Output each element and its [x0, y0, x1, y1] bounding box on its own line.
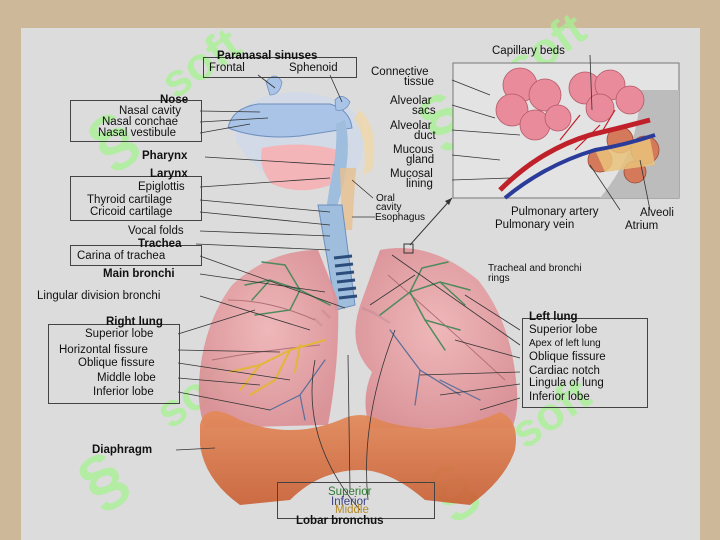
label-alveolar-duct-2: duct: [414, 130, 436, 142]
label-nasal-conchae: Nasal conchae: [102, 116, 179, 128]
label-lobar-middle: Middle: [335, 504, 369, 516]
lobar-box: [277, 482, 435, 519]
leader-lines: [175, 54, 651, 511]
label-alveolar-sacs-1: Alveolar: [390, 95, 432, 107]
label-lobar-superior: Superior: [328, 486, 372, 498]
label-l-inferior-lobe: Inferior lobe: [529, 391, 590, 403]
label-oral-cavity-2: cavity: [376, 202, 402, 213]
trachea-shape: [313, 204, 391, 327]
label-mucosal-lining-1: Mucosal: [390, 168, 433, 180]
left-lung-box: [522, 318, 648, 408]
label-capillary-beds: Capillary beds: [492, 45, 565, 57]
label-main-bronchi: Main bronchi: [103, 268, 175, 280]
label-mucous-gland-2: gland: [406, 154, 435, 166]
inset-pointer: [403, 197, 453, 254]
label-nasal-cavity: Nasal cavity: [119, 105, 181, 117]
label-right-lung: Right lung: [106, 316, 163, 328]
right-lung-shape: [198, 250, 339, 428]
label-atrium: Atrium: [625, 220, 659, 232]
label-lingula: Lingula of lung: [529, 377, 604, 389]
label-lobar-bronchus: Lobar bronchus: [296, 515, 384, 527]
bronchial-tree: [229, 261, 481, 421]
label-mucosal-lining-2: lining: [406, 178, 433, 190]
paranasal-box: [203, 57, 357, 78]
label-l-superior-lobe: Superior lobe: [529, 324, 598, 336]
label-frontal: Frontal: [209, 62, 245, 74]
nose-box: [70, 100, 202, 142]
label-cardiac-notch: Cardiac notch: [529, 365, 600, 377]
right-lung-box: [48, 324, 180, 404]
alveoli-inset: [452, 62, 680, 200]
label-horizontal-fissure: Horizontal fissure: [59, 344, 148, 356]
label-alveoli: Alveoli: [640, 207, 674, 219]
label-alveolar-sacs-2: sacs: [412, 105, 436, 117]
label-left-lung: Left lung: [529, 311, 578, 323]
label-middle-lobe: Middle lobe: [97, 372, 156, 384]
label-esophagus: Esophagus: [375, 212, 426, 223]
label-connective-2: tissue: [404, 76, 435, 88]
label-r-oblique-fissure: Oblique fissure: [78, 357, 155, 369]
label-sphenoid: Sphenoid: [289, 62, 338, 74]
diaphragm-shape: [200, 411, 516, 505]
label-r-inferior-lobe: Inferior lobe: [93, 386, 154, 398]
label-trachea: Trachea: [138, 238, 182, 250]
label-tracheal-rings-1: Tracheal and bronchi: [488, 263, 582, 274]
label-carina: Carina of trachea: [77, 250, 166, 262]
label-paranasal: Paranasal sinuses: [217, 50, 318, 62]
label-lingular-division: Lingular division bronchi: [37, 290, 161, 302]
label-larynx: Larynx: [150, 168, 188, 180]
label-r-superior-lobe: Superior lobe: [85, 328, 154, 340]
label-diaphragm: Diaphragm: [92, 444, 153, 456]
label-epiglottis: Epiglottis: [138, 181, 185, 193]
label-l-oblique-fissure: Oblique fissure: [529, 351, 606, 363]
label-nose: Nose: [160, 94, 189, 106]
head-airway: [227, 75, 375, 230]
label-apex: Apex of left lung: [529, 338, 601, 349]
label-connective-1: Connective: [371, 66, 429, 78]
label-pulmonary-artery: Pulmonary artery: [511, 206, 599, 218]
larynx-box: [70, 176, 202, 221]
label-pharynx: Pharynx: [142, 150, 188, 162]
label-alveolar-duct-1: Alveolar: [390, 120, 432, 132]
label-nasal-vestibule: Nasal vestibule: [98, 127, 176, 139]
label-tracheal-rings-2: rings: [488, 273, 510, 284]
label-oral-cavity-1: Oral: [376, 193, 395, 204]
label-mucous-gland-1: Mucous: [393, 144, 434, 156]
label-lobar-inferior: Inferior: [331, 496, 367, 508]
label-cricoid-cartilage: Cricoid cartilage: [90, 206, 173, 218]
label-pulmonary-vein: Pulmonary vein: [495, 219, 575, 231]
label-thyroid-cartilage: Thyroid cartilage: [87, 194, 173, 206]
label-vocal-folds: Vocal folds: [128, 225, 184, 237]
trachea-box: [70, 245, 202, 266]
